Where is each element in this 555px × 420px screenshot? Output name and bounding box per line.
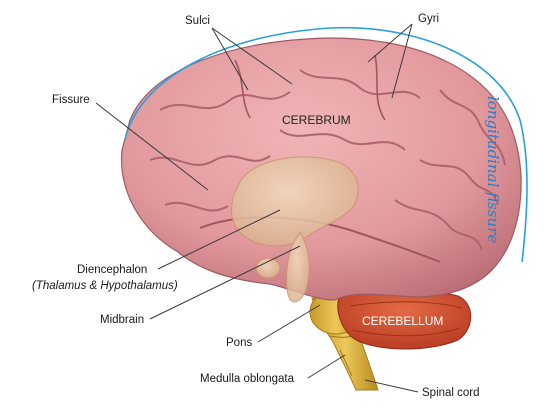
diencephalon (231, 156, 359, 303)
label-diencephalon: Diencephalon (77, 264, 147, 276)
leader-lines (95, 23, 419, 393)
handwritten-outline (124, 26, 528, 263)
label-midbrain: Midbrain (100, 314, 144, 326)
label-medulla: Medulla oblongata (200, 373, 295, 385)
label-cerebrum: CEREBRUM (282, 113, 351, 127)
label-diencephalon-sub: (Thalamus & Hypothalamus) (32, 280, 178, 292)
label-fissure: Fissure (52, 94, 90, 106)
handwritten-annotation: longitudinal fissure (484, 96, 502, 243)
label-gyri: Gyri (418, 13, 439, 25)
label-sulci: Sulci (185, 15, 210, 27)
label-cerebellum: CEREBELLUM (362, 314, 443, 328)
label-spinal-cord: Spinal cord (422, 387, 480, 399)
label-pons: Pons (226, 337, 252, 349)
